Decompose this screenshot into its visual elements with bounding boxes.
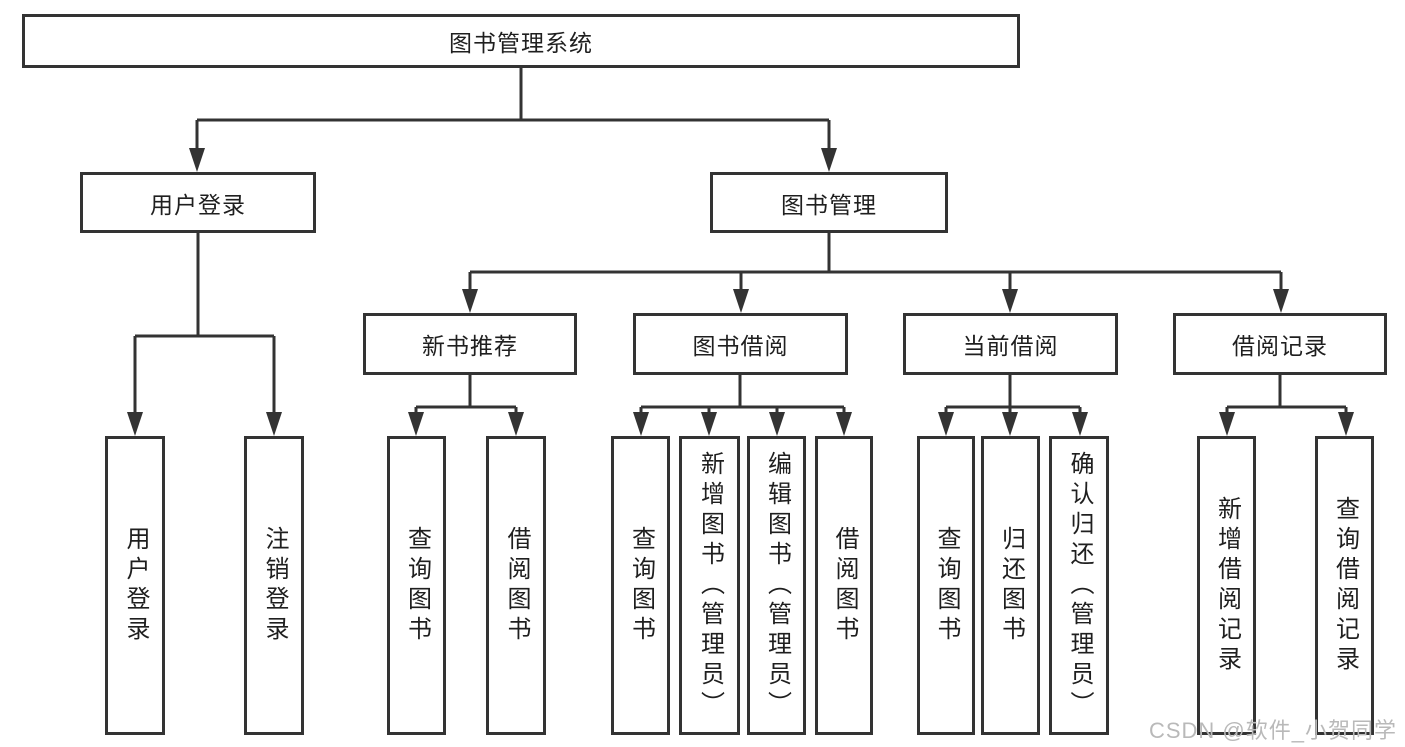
node-user-login: 用户登录 [80,172,316,233]
csdn-watermark: CSDN @软件_小贺同学 [1148,718,1397,743]
node-borrow-record-label: 借阅记录 [1232,333,1328,359]
leaf-edit-book-admin-label: 编辑图书（管理员） [763,450,791,721]
leaf-user-login: 用户登录 [105,436,165,735]
leaf-return-book-label: 归还图书 [997,525,1025,646]
node-new-book-recommend-label: 新书推荐 [422,333,518,359]
node-user-login-label: 用户登录 [150,191,246,218]
node-root: 图书管理系统 [22,14,1020,68]
node-borrow-record: 借阅记录 [1173,313,1387,375]
leaf-query-borrow-record-label: 查询借阅记录 [1331,495,1359,676]
node-current-borrow-label: 当前借阅 [962,333,1059,359]
leaf-borrow-borrow-book-label: 借阅图书 [831,525,858,646]
leaf-recommend-query-book-label: 查询图书 [403,525,431,646]
leaf-logout-label: 注销登录 [261,525,288,646]
leaf-confirm-return-admin-label: 确认归还（管理员） [1066,450,1093,721]
leaf-borrow-borrow-book: 借阅图书 [815,436,873,735]
leaf-recommend-query-book: 查询图书 [387,436,446,735]
leaf-return-book: 归还图书 [981,436,1040,735]
node-current-borrow: 当前借阅 [903,313,1118,375]
leaf-edit-book-admin: 编辑图书（管理员） [747,436,806,735]
leaf-recommend-borrow-book: 借阅图书 [486,436,546,735]
leaf-add-borrow-record-label: 新增借阅记录 [1213,495,1241,676]
node-new-book-recommend: 新书推荐 [363,313,577,375]
leaf-confirm-return-admin: 确认归还（管理员） [1049,436,1109,735]
node-book-management: 图书管理 [710,172,948,233]
leaf-current-query-book: 查询图书 [917,436,975,735]
node-book-borrow-label: 图书借阅 [692,333,789,359]
leaf-borrow-query-book-label: 查询图书 [627,525,655,646]
leaf-recommend-borrow-book-label: 借阅图书 [503,525,530,646]
leaf-user-login-label: 用户登录 [122,525,149,646]
node-root-label: 图书管理系统 [449,30,593,56]
leaf-logout: 注销登录 [244,436,304,735]
leaf-add-borrow-record: 新增借阅记录 [1197,436,1256,735]
node-book-management-label: 图书管理 [781,191,877,218]
leaf-add-book-admin-label: 新增图书（管理员） [696,450,724,721]
leaf-add-book-admin: 新增图书（管理员） [679,436,740,735]
node-book-borrow: 图书借阅 [633,313,848,375]
leaf-borrow-query-book: 查询图书 [611,436,670,735]
leaf-current-query-book-label: 查询图书 [933,525,960,646]
leaf-query-borrow-record: 查询借阅记录 [1315,436,1374,735]
